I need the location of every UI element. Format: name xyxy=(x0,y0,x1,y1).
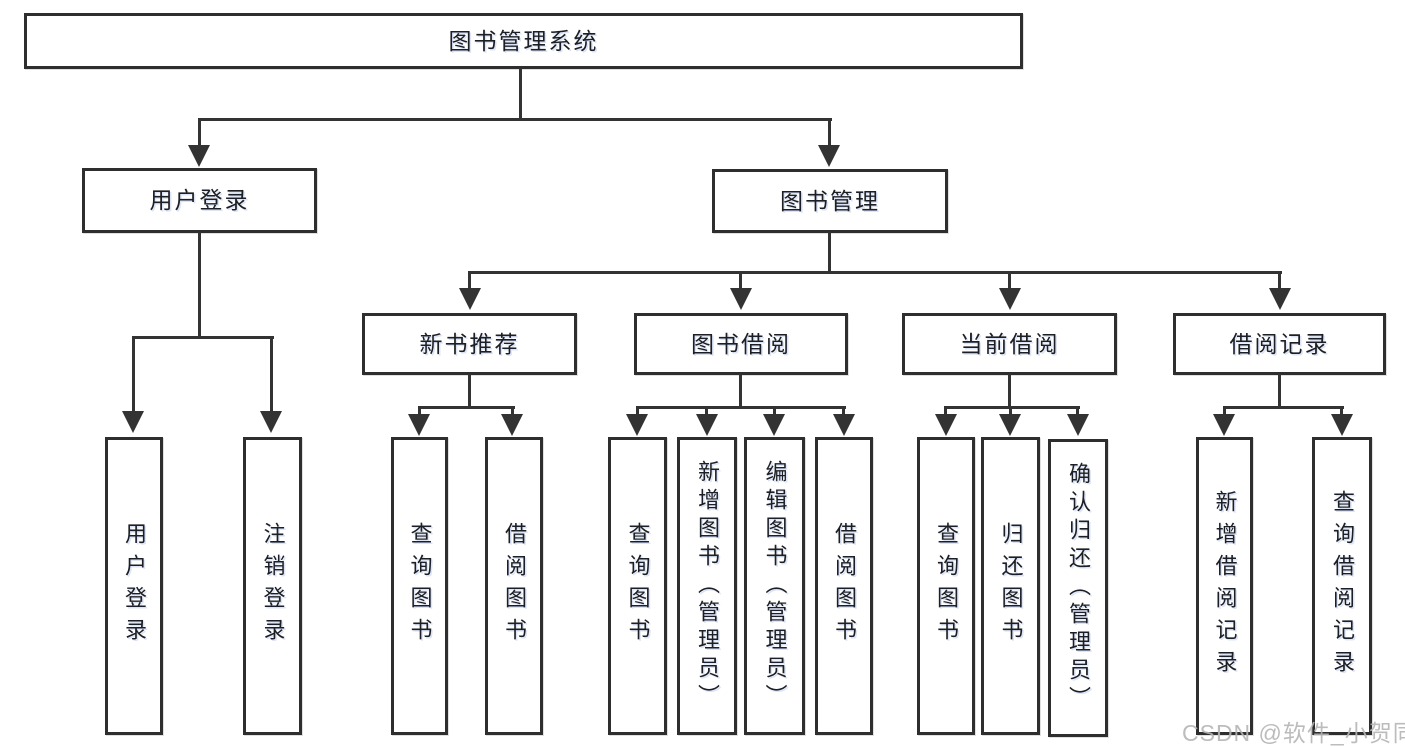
node-label: 归还图书 xyxy=(998,522,1024,650)
arrowhead xyxy=(818,145,840,167)
edge-bb-bar xyxy=(636,406,846,409)
edge-to-logout xyxy=(270,336,273,413)
node-add-books-admin: 新增图书（管理员） xyxy=(677,437,737,735)
node-logout: 注销登录 xyxy=(243,437,302,735)
node-label: 查询借阅记录 xyxy=(1330,490,1355,682)
arrowhead xyxy=(999,288,1021,310)
node-label: 图书管理系统 xyxy=(448,27,599,54)
edge-level2-bar xyxy=(468,271,1282,274)
node-label: 编辑图书（管理员） xyxy=(762,460,788,712)
csdn-watermark: CSDN @软件_小贺同学 xyxy=(1182,720,1405,746)
edge-br-child1 xyxy=(1223,406,1226,417)
edge-to-new-book-recommendation xyxy=(468,271,471,289)
node-query-borrow-record: 查询借阅记录 xyxy=(1312,437,1372,735)
edge-cb-child2 xyxy=(1009,406,1012,417)
node-label: 图书借阅 xyxy=(691,330,791,357)
edge-bb-child3 xyxy=(773,406,776,417)
node-new-book-recommendation: 新书推荐 xyxy=(362,313,577,375)
edge-bb-trunk xyxy=(739,374,742,408)
edge-root-trunk xyxy=(519,68,522,120)
arrowhead xyxy=(408,414,430,436)
node-borrow-books-2: 借阅图书 xyxy=(815,437,873,735)
edge-nbr-child2 xyxy=(511,406,514,417)
node-query-books-2: 查询图书 xyxy=(608,437,667,735)
edge-cb-child3 xyxy=(1076,406,1079,417)
node-user-login: 用户登录 xyxy=(82,168,317,233)
edge-nbr-bar xyxy=(418,406,515,409)
edge-bb-child2 xyxy=(705,406,708,417)
arrowhead xyxy=(935,414,957,436)
edge-to-borrowing-records xyxy=(1278,271,1281,289)
arrowhead xyxy=(501,414,523,436)
node-borrow-books-1: 借阅图书 xyxy=(485,437,543,735)
arrowhead xyxy=(459,288,481,310)
edge-cb-bar xyxy=(944,406,1080,409)
node-label: 新增借阅记录 xyxy=(1212,490,1238,682)
arrowhead xyxy=(730,288,752,310)
arrowhead xyxy=(1269,288,1291,310)
arrowhead xyxy=(260,411,282,433)
node-current-borrowing: 当前借阅 xyxy=(902,313,1117,375)
node-library-management-system: 图书管理系统 xyxy=(24,13,1023,69)
arrowhead xyxy=(188,145,210,167)
edge-book-management-trunk xyxy=(828,232,831,273)
node-add-borrow-record: 新增借阅记录 xyxy=(1196,437,1253,735)
node-label: 当前借阅 xyxy=(959,330,1060,357)
node-label: 查询图书 xyxy=(934,522,959,650)
node-label: 注销登录 xyxy=(260,522,286,650)
edge-br-child2 xyxy=(1340,406,1343,417)
node-return-books: 归还图书 xyxy=(981,437,1040,735)
arrowhead xyxy=(999,414,1021,436)
node-label: 确认归还（管理员） xyxy=(1066,462,1091,714)
edge-nbr-trunk xyxy=(468,374,471,408)
node-label: 用户登录 xyxy=(149,187,250,213)
edge-user-login-trunk xyxy=(198,232,201,338)
edge-br-trunk xyxy=(1278,374,1281,408)
edge-cb-trunk xyxy=(1008,374,1011,408)
node-label: 借阅图书 xyxy=(832,522,857,650)
arrowhead xyxy=(696,414,718,436)
arrowhead xyxy=(1213,414,1235,436)
node-book-management: 图书管理 xyxy=(712,169,948,233)
edge-nbr-child1 xyxy=(418,406,421,417)
arrowhead xyxy=(626,414,648,436)
edge-to-user-login xyxy=(198,118,201,148)
node-edit-books-admin: 编辑图书（管理员） xyxy=(744,437,805,735)
node-label: 查询图书 xyxy=(625,522,651,650)
node-label: 用户登录 xyxy=(122,522,147,650)
edge-user-login-bar xyxy=(132,336,274,339)
node-confirm-return-admin: 确认归还（管理员） xyxy=(1048,439,1108,737)
edge-to-book-borrowing xyxy=(739,271,742,289)
arrowhead xyxy=(1067,414,1089,436)
node-label: 新增图书（管理员） xyxy=(695,460,720,712)
node-label: 图书管理 xyxy=(780,187,880,214)
arrowhead xyxy=(1331,414,1353,436)
arrowhead xyxy=(122,411,144,433)
node-label: 借阅记录 xyxy=(1229,330,1330,357)
node-label: 借阅图书 xyxy=(502,522,527,650)
node-user-login-leaf: 用户登录 xyxy=(105,437,163,735)
node-label: 查询图书 xyxy=(407,522,433,650)
node-book-borrowing: 图书借阅 xyxy=(634,313,848,375)
arrowhead xyxy=(833,414,855,436)
edge-br-bar xyxy=(1223,406,1344,409)
edge-to-user-login-leaf xyxy=(132,336,135,413)
node-query-books-3: 查询图书 xyxy=(917,437,975,735)
node-query-books-1: 查询图书 xyxy=(391,437,448,735)
node-label: 新书推荐 xyxy=(419,330,520,357)
node-borrowing-records: 借阅记录 xyxy=(1173,313,1386,375)
edge-level1-bar xyxy=(198,118,832,121)
edge-to-current-borrowing xyxy=(1008,271,1011,289)
edge-cb-child1 xyxy=(944,406,947,417)
edge-to-book-management xyxy=(828,118,831,148)
arrowhead xyxy=(763,414,785,436)
edge-bb-child4 xyxy=(842,406,845,417)
edge-bb-child1 xyxy=(636,406,639,417)
